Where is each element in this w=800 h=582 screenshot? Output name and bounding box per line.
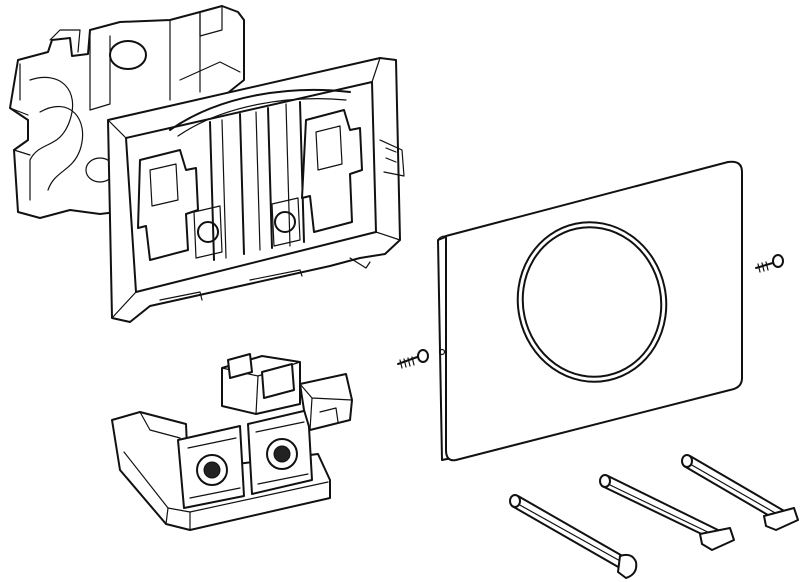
extension-rod-1 (509, 494, 638, 579)
screw-left (397, 349, 429, 369)
mounting-frame (9, 5, 405, 323)
control-module (111, 353, 353, 531)
screw-right (755, 254, 784, 273)
actuator-plate (437, 160, 743, 462)
extension-rod-2 (599, 474, 735, 551)
extension-rod-3 (681, 454, 799, 531)
